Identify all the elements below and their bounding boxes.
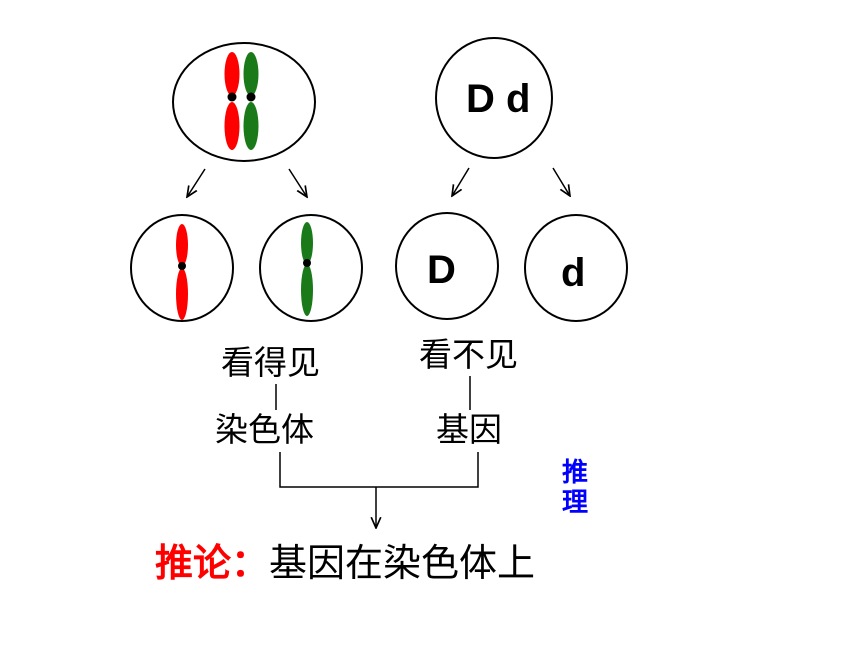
gene-label: 基因 xyxy=(436,410,502,449)
daughter-centromere-red xyxy=(178,262,186,270)
conclusion-text: 基因在染色体上 xyxy=(269,541,536,585)
merge-bracket xyxy=(279,452,479,488)
split-arrow-left-a xyxy=(187,168,206,197)
chromosome-green-arm-bottom xyxy=(243,102,259,150)
conclusion-prefix: 推论： xyxy=(155,541,270,585)
daughter-gene-D-label: D xyxy=(427,248,456,292)
reasoning-label: 推 理 xyxy=(560,458,590,518)
chromosome-red-arm-top xyxy=(224,52,240,96)
daughter-gene-d-label: d xyxy=(561,251,586,295)
centromere-red xyxy=(227,92,237,102)
chromosome-green-arm-top xyxy=(243,52,259,96)
daughter-chromosome-red-top xyxy=(176,224,188,266)
split-arrow-right-b xyxy=(552,167,570,196)
parent-gene-label: D d xyxy=(466,77,531,121)
daughter-chromosome-red-bottom xyxy=(176,268,188,320)
parent-cell-chromosome xyxy=(172,42,316,162)
chromosome-red-arm-bottom xyxy=(224,102,240,150)
daughter-cell-D xyxy=(395,212,499,320)
daughter-centromere-green xyxy=(303,259,311,267)
reasoning-char-2: 理 xyxy=(561,488,588,518)
visible-label: 看得见 xyxy=(221,343,320,382)
chromosome-label: 染色体 xyxy=(215,410,314,449)
daughter-cell-green xyxy=(259,214,363,322)
conclusion: 推论：基因在染色体上 xyxy=(155,544,535,582)
invisible-label: 看不见 xyxy=(419,335,518,374)
daughter-cell-d xyxy=(524,214,628,322)
reasoning-char-1: 推 xyxy=(561,458,588,488)
daughter-chromosome-green-top xyxy=(301,222,313,264)
daughter-chromosome-green-bottom xyxy=(301,264,313,316)
split-arrow-left-b xyxy=(288,168,307,197)
centromere-green xyxy=(246,92,256,102)
parent-cell-gene xyxy=(435,37,553,159)
split-arrow-right-a xyxy=(452,167,470,196)
